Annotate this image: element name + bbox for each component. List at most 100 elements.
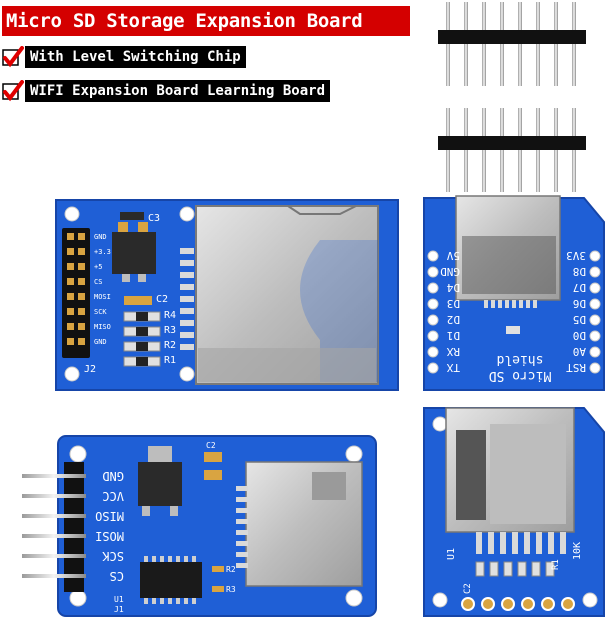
feature-text: With Level Switching Chip (25, 46, 246, 68)
header-pin (78, 323, 85, 330)
pin-label: D8 (573, 265, 586, 278)
sd-pin (512, 532, 518, 554)
through-hole (427, 250, 439, 262)
resistor (475, 561, 485, 577)
capacitor (124, 296, 152, 305)
component-label: C3 (148, 213, 160, 224)
resistor-body (136, 357, 148, 366)
through-hole (427, 282, 439, 294)
sd-pin (180, 260, 194, 266)
through-hole (427, 362, 439, 374)
component-label: U1 (446, 548, 457, 560)
pin-label: TX (446, 361, 460, 374)
component-label: R1 (551, 559, 561, 570)
chip-pin (192, 598, 196, 604)
sd-pin (484, 300, 488, 308)
header-pin (67, 338, 74, 345)
pin-label: GND (440, 265, 460, 278)
chip-pin (144, 556, 148, 562)
chip-pin (192, 556, 196, 562)
component-label: R1 (164, 355, 176, 366)
pin-label: D2 (447, 313, 460, 326)
component-label: C2 (463, 583, 473, 594)
pin-label: RST (566, 361, 586, 374)
chip-pin (152, 598, 156, 604)
sd-pin (491, 300, 495, 308)
pin-label: CS (94, 278, 102, 286)
shield-subtitle: shield (497, 352, 544, 367)
sd-pin (236, 519, 248, 524)
feature-text: WIFI Expansion Board Learning Board (25, 80, 331, 102)
component-label: U1 (114, 595, 124, 604)
resistor (489, 561, 499, 577)
pin-label: 5V (446, 249, 460, 262)
pin-label: GND (94, 233, 107, 241)
through-hole (589, 346, 601, 358)
header-plastic (438, 136, 586, 150)
sd-pin (180, 296, 194, 302)
sd-pin (180, 320, 194, 326)
chip-pin (144, 598, 148, 604)
component-label: R3 (164, 325, 176, 336)
pin-label: D7 (573, 281, 586, 294)
sd-pin (236, 563, 248, 568)
pin-label: MISO (94, 323, 111, 331)
resistor-body (136, 327, 148, 336)
pin-label: MOSI (95, 529, 124, 543)
chip-pin (176, 556, 180, 562)
pin-header-strip-1 (438, 2, 586, 86)
header-pin (22, 554, 86, 558)
sd-pin (180, 308, 194, 314)
sd-pin (236, 541, 248, 546)
component-label: C2 (206, 441, 216, 450)
sd-pin (524, 532, 530, 554)
through-hole (427, 266, 439, 278)
sd-pin (236, 497, 248, 502)
header-pin (22, 474, 86, 478)
pin-label: SCK (102, 549, 124, 563)
resistor-body (136, 312, 148, 321)
banner-title: Micro SD Storage Expansion Board (2, 6, 410, 36)
sd-pin (236, 486, 248, 491)
solder-pad (501, 597, 515, 611)
header-pin (67, 263, 74, 270)
pin-label: +3.3 (94, 248, 111, 256)
feature-2: WIFI Expansion Board Learning Board (2, 78, 331, 104)
header-pin (67, 233, 74, 240)
pin-header-strip-2 (438, 108, 586, 192)
solder-pad (521, 597, 535, 611)
pin-label: MISO (95, 509, 124, 523)
chip-pin (168, 556, 172, 562)
checkmark-icon (2, 46, 24, 68)
through-hole (589, 282, 601, 294)
sd-pin (505, 300, 509, 308)
sd-pin (236, 552, 248, 557)
sd-pin (180, 272, 194, 278)
solder-pad (461, 597, 475, 611)
pin-label: D0 (573, 329, 586, 342)
chip-pin (160, 598, 164, 604)
component-label: C2 (156, 294, 168, 305)
resistor (503, 561, 513, 577)
pin-label: RX (446, 345, 460, 358)
pin-label: D1 (447, 329, 460, 342)
chip-pin (168, 598, 172, 604)
component-label: 10K (572, 542, 583, 560)
component-label: R3 (226, 585, 236, 594)
resistor (545, 561, 555, 577)
header-pin (67, 323, 74, 330)
component-label: J1 (114, 605, 124, 614)
sd-pin (533, 300, 537, 308)
sd-pin (476, 532, 482, 554)
pin-label: D3 (447, 297, 460, 310)
header-pin (22, 574, 86, 578)
through-hole (427, 298, 439, 310)
pin-label: D4 (446, 281, 460, 294)
sd-pin (488, 532, 494, 554)
sd-pin (526, 300, 530, 308)
feature-1: With Level Switching Chip (2, 44, 246, 70)
resistor (531, 561, 541, 577)
